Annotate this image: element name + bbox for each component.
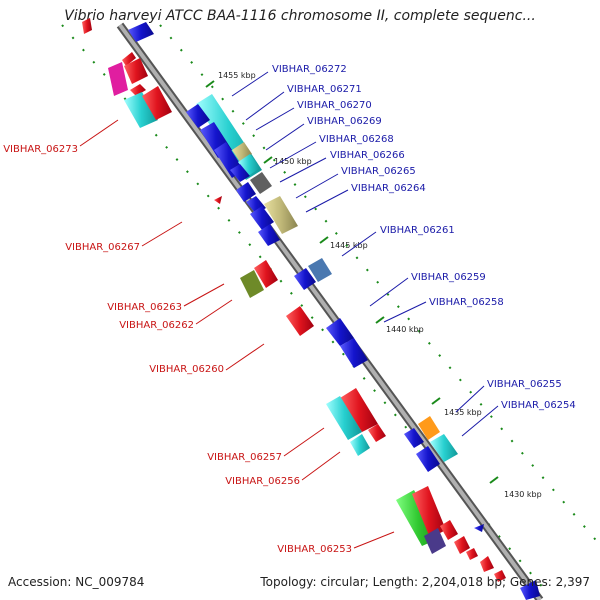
gene-reverse xyxy=(250,206,274,230)
gene-steel xyxy=(308,258,332,282)
map-title: Vibrio harveyi ATCC BAA-1116 chromosome … xyxy=(64,8,536,24)
gene-forward xyxy=(440,520,458,540)
gene-labels-forward[interactable]: VIBHAR_06273 VIBHAR_06267 VIBHAR_06263 V… xyxy=(3,144,352,555)
gene-orange xyxy=(418,416,440,440)
gene-cyan xyxy=(124,92,158,128)
gene-label: VIBHAR_06258 xyxy=(429,297,504,308)
gene-label: VIBHAR_06253 xyxy=(277,544,352,555)
gene-label: VIBHAR_06263 xyxy=(107,302,182,313)
gene-reverse xyxy=(340,338,368,368)
gene-forward xyxy=(214,196,222,204)
tick-mark xyxy=(431,397,441,405)
gene-forward xyxy=(122,52,136,66)
gene-label: VIBHAR_06255 xyxy=(487,379,562,390)
gene-labels-reverse[interactable]: VIBHAR_06272 VIBHAR_06271 VIBHAR_06270 V… xyxy=(272,64,576,411)
gene-reverse xyxy=(236,182,256,202)
gene-reverse xyxy=(186,104,210,128)
tick-label: 1435 kbp xyxy=(444,408,482,417)
gene-forward xyxy=(82,18,92,34)
gene-reverse xyxy=(404,428,424,448)
gene-cyan xyxy=(350,434,370,456)
gene-forward xyxy=(286,306,314,336)
gene-gray xyxy=(250,172,272,194)
gene-label: VIBHAR_06270 xyxy=(297,100,372,111)
gene-label: VIBHAR_06264 xyxy=(351,183,426,194)
chromosome-backbone xyxy=(116,22,544,600)
gene-reverse xyxy=(416,446,440,472)
gene-label: VIBHAR_06260 xyxy=(149,364,224,375)
accession-label: Accession: NC_009784 xyxy=(8,575,145,589)
gene-label: VIBHAR_06269 xyxy=(307,116,382,127)
gene-cyan xyxy=(430,434,458,462)
gene-label: VIBHAR_06257 xyxy=(207,452,282,463)
gene-features[interactable] xyxy=(82,18,540,600)
gene-label: VIBHAR_06256 xyxy=(225,476,300,487)
gene-reverse xyxy=(230,164,250,182)
gene-forward xyxy=(108,62,128,96)
gene-olive xyxy=(240,270,264,298)
tick-label: 1430 kbp xyxy=(504,490,542,499)
scale-ticks: 1455 kbp 1450 kbp 1445 kbp 1440 kbp 1435… xyxy=(205,71,542,499)
gene-forward xyxy=(466,548,478,560)
gene-reverse xyxy=(326,318,354,346)
gene-reverse xyxy=(474,524,484,532)
tick-mark xyxy=(263,156,273,164)
gene-label: VIBHAR_06265 xyxy=(341,166,416,177)
gene-forward xyxy=(368,424,386,442)
gene-forward xyxy=(130,84,146,96)
gene-forward xyxy=(494,570,506,582)
gene-label: VIBHAR_06271 xyxy=(287,84,362,95)
tick-mark xyxy=(489,476,499,484)
gene-reverse xyxy=(520,580,540,600)
tick-label: 1445 kbp xyxy=(330,241,368,250)
gene-cyan xyxy=(238,154,260,176)
gene-forward xyxy=(454,536,470,554)
gene-forward xyxy=(412,486,446,538)
label-leader-lines xyxy=(79,71,499,549)
gene-label: VIBHAR_06273 xyxy=(3,144,78,155)
gene-forward xyxy=(124,58,148,84)
gene-label: VIBHAR_06259 xyxy=(411,272,486,283)
gene-label: VIBHAR_06268 xyxy=(319,134,394,145)
gene-purple xyxy=(424,528,446,554)
gene-forward xyxy=(254,260,278,288)
tick-label: 1455 kbp xyxy=(218,71,256,80)
gene-label: VIBHAR_06261 xyxy=(380,225,455,236)
tick-label: 1450 kbp xyxy=(274,157,312,166)
gene-reverse xyxy=(294,268,316,290)
genome-summary: Topology: circular; Length: 2,204,018 bp… xyxy=(260,575,590,589)
tick-mark xyxy=(319,236,329,244)
gene-reverse xyxy=(258,224,280,246)
gene-cyan xyxy=(326,396,362,440)
tick-mark xyxy=(205,80,215,88)
gene-label: VIBHAR_06262 xyxy=(119,320,194,331)
guide-dotted-lines xyxy=(61,24,600,591)
gene-label: VIBHAR_06254 xyxy=(501,400,576,411)
gene-label: VIBHAR_06266 xyxy=(330,150,405,161)
gene-label: VIBHAR_06272 xyxy=(272,64,347,75)
tick-label: 1440 kbp xyxy=(386,325,424,334)
tick-mark xyxy=(375,316,385,324)
gene-forward xyxy=(480,556,494,572)
gene-label: VIBHAR_06267 xyxy=(65,242,140,253)
gene-reverse xyxy=(128,22,154,42)
gene-khaki xyxy=(264,196,298,234)
gene-forward xyxy=(142,86,172,120)
gene-forward xyxy=(340,388,378,432)
